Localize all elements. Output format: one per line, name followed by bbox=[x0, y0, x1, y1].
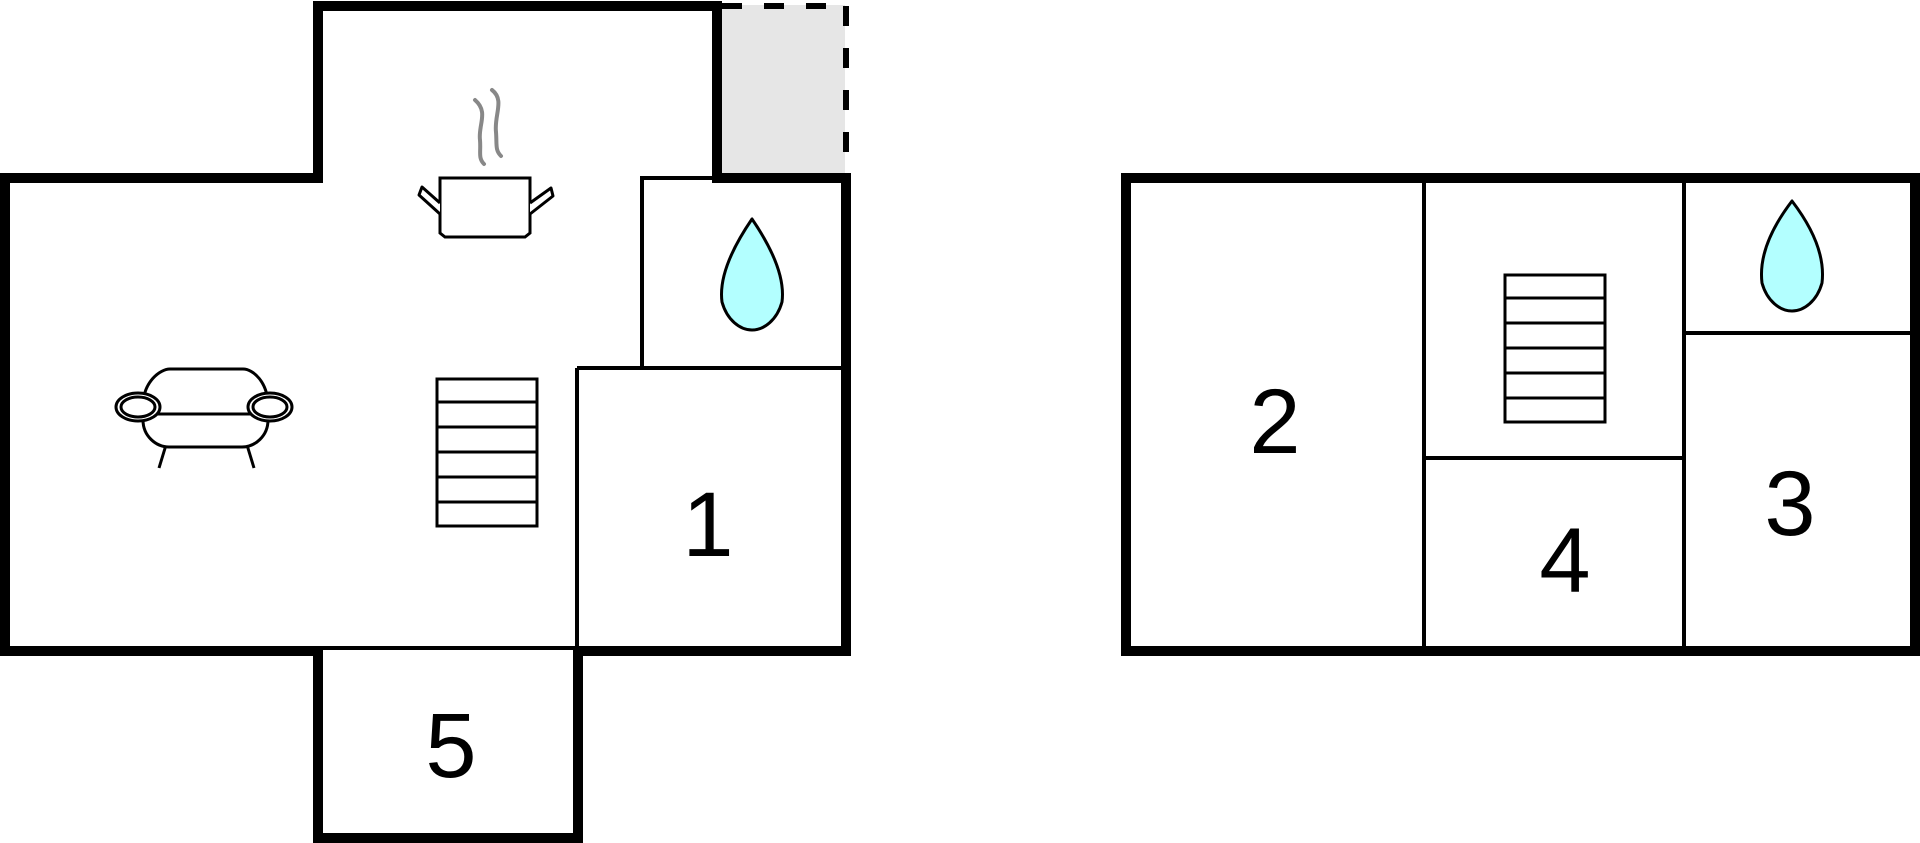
outer-wall-ground bbox=[0, 1, 851, 843]
pot-handle-left bbox=[417, 185, 442, 216]
sofa-cushion-left bbox=[119, 395, 157, 419]
stairs-icon bbox=[435, 377, 539, 528]
water-drop-icon bbox=[720, 217, 784, 332]
steam-line bbox=[473, 98, 486, 166]
sofa-icon bbox=[114, 367, 294, 469]
sofa-cushion-right bbox=[251, 395, 289, 419]
room-number-2: 2 bbox=[1249, 371, 1300, 473]
stairs-icon bbox=[1503, 273, 1607, 424]
sofa-leg bbox=[157, 444, 168, 469]
cooking-pot-icon bbox=[417, 88, 555, 239]
interior-walls-ground bbox=[322, 176, 846, 651]
pot-body bbox=[438, 176, 532, 239]
balcony bbox=[722, 3, 849, 173]
room-number-4: 4 bbox=[1539, 510, 1590, 612]
pot-handle-right bbox=[529, 186, 555, 216]
interior-walls-upper bbox=[1422, 178, 1911, 651]
steam-line bbox=[490, 88, 503, 158]
bathroom-wall-left bbox=[640, 176, 717, 368]
room-number-5: 5 bbox=[425, 695, 476, 797]
balcony-area bbox=[722, 5, 845, 173]
floor-ground: 1 5 bbox=[0, 1, 851, 843]
room-number-1: 1 bbox=[682, 474, 733, 576]
floor-upper: 2 4 3 bbox=[1121, 173, 1920, 656]
sofa-leg bbox=[245, 444, 256, 469]
room-number-3: 3 bbox=[1764, 453, 1815, 555]
outer-wall-upper bbox=[1121, 173, 1920, 656]
water-drop-icon bbox=[1760, 199, 1824, 313]
